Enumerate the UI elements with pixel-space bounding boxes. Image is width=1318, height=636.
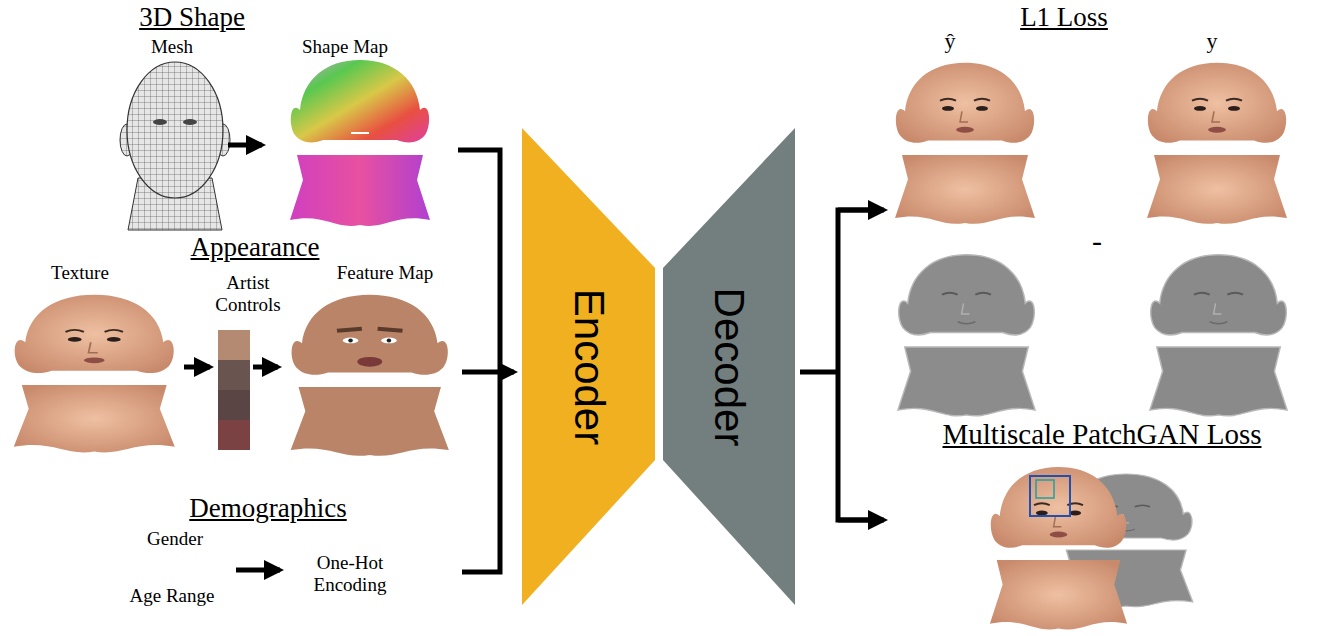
figure-label: Mesh (151, 36, 193, 58)
section-heading: L1 Loss (1020, 2, 1108, 33)
section-heading: Appearance (191, 232, 320, 263)
block-label: Encoder (568, 288, 610, 444)
figure-label: Feature Map (337, 262, 434, 284)
figure-label: Shape Map (302, 36, 388, 58)
section-heading: Multiscale PatchGAN Loss (943, 418, 1262, 451)
predicted-detail-map (898, 255, 1035, 416)
shape-map (290, 60, 430, 226)
target-detail-map (1150, 255, 1287, 416)
patch-texture (990, 467, 1127, 630)
math-symbol: - (1092, 224, 1102, 259)
figure-label: Gender (147, 528, 203, 550)
block-label: Decoder (708, 287, 750, 446)
target-texture (1147, 63, 1287, 224)
figure-label: Artist Controls (203, 272, 293, 316)
trapezoid-shape (663, 128, 795, 605)
artist-control-swatches (218, 330, 250, 450)
figure-label: One-Hot Encoding (294, 552, 406, 596)
section-heading: 3D Shape (139, 2, 245, 33)
figure-label: Age Range (130, 585, 215, 607)
math-symbol: y (1207, 28, 1218, 53)
predicted-texture (895, 63, 1035, 224)
section-heading: Demographics (189, 493, 346, 524)
patch-windows (1030, 476, 1070, 516)
feature-map (291, 295, 449, 456)
mesh-illustration (120, 62, 230, 230)
figure-label: Texture (51, 262, 109, 284)
encoder-block: Encoder (522, 128, 655, 605)
math-symbol: ŷ (945, 28, 956, 53)
trapezoid-shape (522, 128, 655, 605)
decoder-block: Decoder (663, 128, 795, 605)
texture-map (14, 295, 175, 453)
